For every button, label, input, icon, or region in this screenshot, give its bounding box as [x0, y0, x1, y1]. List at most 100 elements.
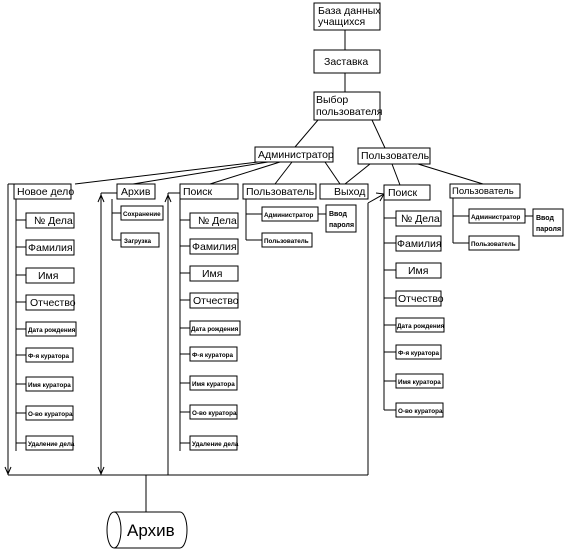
search-curator-surname-label: Ф-я куратора [192, 352, 234, 359]
usearch-curator-surname: Ф-я куратора [395, 344, 442, 360]
node-admin-login-label: Администратор [264, 212, 314, 219]
field-case-number-label: № Дела [34, 215, 73, 227]
search-curator-name-label: Имя куратора [192, 381, 235, 388]
node-search-admin: Поиск [179, 183, 239, 200]
field-curator-patronymic-label: О-во куратора [28, 411, 73, 418]
node-admin-login: Администратор [261, 206, 319, 222]
field-curator-name-label: Имя куратора [28, 382, 71, 389]
node-archive-label: Архив [121, 186, 151, 198]
node-admin: Администратор [254, 146, 334, 163]
usearch-curator-patronymic: О-во куратора [395, 402, 444, 418]
edges [4, 30, 533, 512]
field-surname-label: Фамилия [28, 242, 73, 254]
edge-admin-usermenu [274, 161, 293, 185]
search-curator-name: Имя куратора [189, 375, 238, 391]
usearch-name: Имя [395, 262, 442, 279]
node-password-2-line1: Ввод [536, 215, 554, 222]
node-load-label: Загрузка [124, 238, 152, 245]
field-surname: Фамилия [25, 239, 75, 256]
search-birthdate-label: Дата рождения [191, 326, 239, 333]
field-patronymic: Отчество [25, 294, 76, 311]
search-case-number-label: № Дела [198, 215, 237, 227]
usearch-patronymic: Отчество [395, 290, 444, 307]
search-case-number: № Дела [189, 212, 239, 229]
node-admin-login-2-label: Администратор [471, 214, 521, 221]
node-usermenu-user: Пользователь [449, 183, 521, 199]
node-password: Ввод пароля [325, 204, 357, 233]
field-patronymic-label: Отчество [30, 297, 76, 309]
node-root-line1: База данных [318, 5, 381, 17]
edge-choose-admin [294, 119, 319, 148]
node-password-2-line2: пароля [536, 226, 561, 233]
node-root: База данных учащихся [313, 2, 381, 31]
node-search-user: Поиск [383, 184, 431, 201]
node-choose-line1: Выбор [316, 94, 348, 106]
arrow-return-archive-up [97, 193, 105, 203]
arrow-return-archive-down [97, 466, 105, 476]
node-save-label: Сохранение [123, 211, 161, 218]
search-surname-label: Фамилия [192, 241, 237, 253]
usearch-surname-label: Фамилия [397, 238, 442, 250]
search-curator-surname: Ф-я куратора [189, 346, 238, 362]
node-admin-label: Администратор [258, 149, 334, 161]
edge-user-search [391, 163, 401, 186]
storage-archive-label: Архив [127, 521, 175, 540]
edge-admin-search [209, 161, 281, 185]
node-choose-user: Выбор пользователя [313, 91, 383, 121]
search-name-label: Имя [202, 268, 222, 280]
field-delete-case-label: Удаление дела [28, 441, 75, 448]
edge-admin-newcase [74, 161, 259, 185]
search-delete-case: Удаление дела [189, 435, 239, 451]
node-user-login: Пользователь [261, 232, 313, 248]
usearch-birthdate-label: Дата рождения [397, 323, 445, 330]
node-root-line2: учащихся [318, 16, 365, 28]
node-user-login-2-label: Пользователь [471, 241, 516, 248]
node-load: Загрузка [120, 232, 160, 248]
field-birthdate-label: Дата рождения [28, 327, 76, 334]
node-search-admin-label: Поиск [183, 186, 213, 198]
search-name: Имя [189, 265, 239, 282]
usearch-curator-name-label: Имя куратора [398, 379, 441, 386]
usearch-surname: Фамилия [395, 235, 442, 252]
search-curator-patronymic: О-во куратора [189, 404, 238, 420]
usearch-curator-patronymic-label: О-во куратора [398, 408, 443, 415]
node-save: Сохранение [120, 205, 164, 221]
node-splash: Заставка [313, 49, 381, 74]
node-archive: Архив [116, 183, 156, 200]
node-search-user-label: Поиск [388, 187, 418, 199]
node-choose-line2: пользователя [316, 106, 383, 118]
storage-archive: Архив [106, 511, 188, 549]
search-patronymic-label: Отчество [193, 295, 239, 307]
edge-choose-user [371, 119, 386, 149]
node-exit: Выход [319, 183, 369, 200]
usearch-patronymic-label: Отчество [398, 293, 444, 305]
edge-admin-exit [324, 161, 341, 185]
usearch-birthdate: Дата рождения [395, 317, 445, 333]
node-password-2: Ввод пароля [532, 208, 564, 237]
node-splash-label: Заставка [324, 56, 368, 68]
field-curator-patronymic: О-во куратора [25, 405, 74, 421]
node-usermenu-user-label: Пользователь [452, 186, 514, 197]
field-case-number: № Дела [25, 212, 75, 229]
node-usermenu-admin-label: Пользователь [246, 186, 315, 198]
node-new-case-label: Новое дело [17, 186, 74, 198]
search-surname: Фамилия [189, 238, 239, 255]
node-password-line1: Ввод [329, 211, 347, 218]
search-birthdate: Дата рождения [189, 320, 241, 336]
node-usermenu-admin: Пользователь [242, 183, 317, 200]
search-curator-patronymic-label: О-во куратора [192, 410, 237, 417]
field-curator-name: Имя куратора [25, 376, 74, 392]
edge-admin-archive [132, 161, 269, 185]
node-password-line2: пароля [329, 222, 354, 229]
edge-return-user-top [367, 193, 385, 204]
usearch-case-number-label: № Дела [401, 213, 440, 225]
node-user: Пользователь [357, 147, 431, 165]
node-admin-login-2: Администратор [468, 208, 526, 224]
node-user-login-2: Пользователь [468, 235, 520, 251]
usearch-case-number: № Дела [395, 210, 442, 227]
node-new-case: Новое дело [13, 183, 74, 200]
field-birthdate: Дата рождения [25, 321, 77, 337]
usearch-curator-name: Имя куратора [395, 373, 444, 389]
arrow-return-user [375, 192, 385, 202]
field-curator-surname: Ф-я куратора [25, 347, 74, 363]
